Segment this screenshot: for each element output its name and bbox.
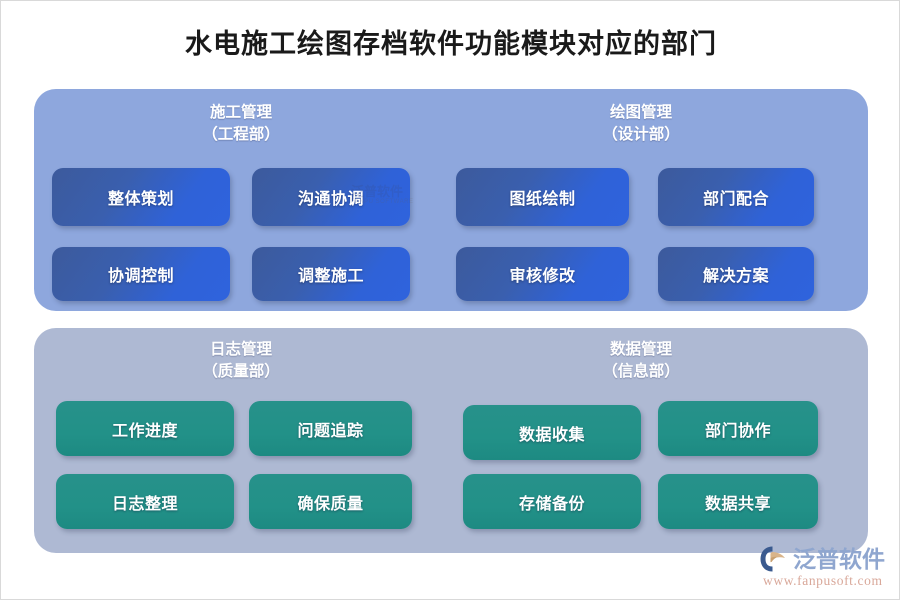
group-header-data: 数据管理 （信息部） xyxy=(541,339,741,383)
group-department-data: （信息部） xyxy=(602,363,680,380)
group-header-log: 日志管理 （质量部） xyxy=(141,339,341,383)
module-box-drawing-production[interactable]: 图纸绘制 xyxy=(456,168,629,226)
brand-url: www.fanpusoft.com xyxy=(763,573,883,588)
module-box-department-collaboration[interactable]: 部门协作 xyxy=(658,401,818,456)
module-box-adjust-construction[interactable]: 调整施工 xyxy=(252,247,410,301)
brand-logo: 泛普软件 www.fanpusoft.com xyxy=(759,541,894,593)
module-box-work-progress[interactable]: 工作进度 xyxy=(56,401,234,456)
module-box-issue-tracking[interactable]: 问题追踪 xyxy=(249,401,412,456)
module-box-solution[interactable]: 解决方案 xyxy=(658,247,814,301)
module-box-storage-backup[interactable]: 存储备份 xyxy=(463,474,641,529)
group-name-drawing: 绘图管理 xyxy=(609,104,672,121)
module-box-department-cooperation[interactable]: 部门配合 xyxy=(658,168,814,226)
module-box-data-sharing[interactable]: 数据共享 xyxy=(658,474,818,529)
group-header-construction: 施工管理 （工程部） xyxy=(141,102,341,146)
module-box-review-revision[interactable]: 审核修改 xyxy=(456,247,629,301)
group-name-log: 日志管理 xyxy=(209,341,272,358)
module-box-overall-planning[interactable]: 整体策划 xyxy=(52,168,230,226)
brand-row: 泛普软件 xyxy=(759,545,885,573)
group-department-construction: （工程部） xyxy=(202,126,280,143)
fanpu-logo-icon xyxy=(759,545,789,573)
brand-name: 泛普软件 xyxy=(793,546,885,572)
module-box-quality-assurance[interactable]: 确保质量 xyxy=(249,474,412,529)
module-box-data-collection[interactable]: 数据收集 xyxy=(463,405,641,460)
page-title: 水电施工绘图存档软件功能模块对应的部门 xyxy=(185,29,717,59)
group-department-drawing: （设计部） xyxy=(602,126,680,143)
module-box-coordination-control[interactable]: 协调控制 xyxy=(52,247,230,301)
group-name-construction: 施工管理 xyxy=(209,104,272,121)
group-header-drawing: 绘图管理 （设计部） xyxy=(541,102,741,146)
module-box-log-organization[interactable]: 日志整理 xyxy=(56,474,234,529)
module-box-communication-coordination[interactable]: 沟通协调 xyxy=(252,168,410,226)
group-name-data: 数据管理 xyxy=(609,341,672,358)
group-department-log: （质量部） xyxy=(202,363,280,380)
